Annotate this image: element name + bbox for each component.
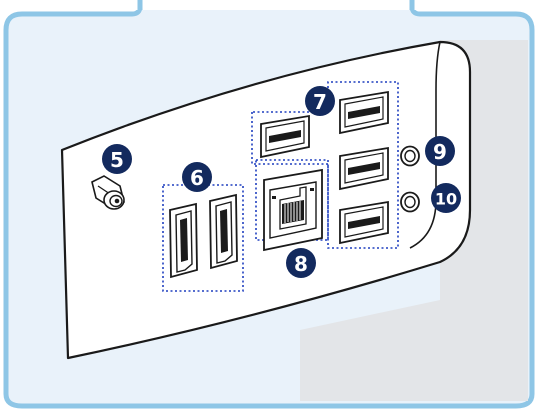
audio-jack-top <box>401 147 419 166</box>
callout-label-5: 5 <box>110 148 124 172</box>
callout-label-8: 8 <box>294 252 308 276</box>
callout-label-10: 10 <box>435 190 457 209</box>
callout-badge-9: 9 <box>425 136 455 166</box>
callout-badge-7: 7 <box>305 86 335 116</box>
display-port-left <box>170 204 197 277</box>
callout-label-6: 6 <box>190 166 204 190</box>
audio-jack-bottom <box>401 193 419 212</box>
callout-badge-8: 8 <box>286 248 316 278</box>
callout-badge-10: 10 <box>431 183 461 213</box>
frame-top-clip <box>0 0 538 10</box>
callout-badge-6: 6 <box>182 162 212 192</box>
display-port-right <box>210 195 237 268</box>
lan-port <box>264 170 322 250</box>
callout-badge-5: 5 <box>102 144 132 174</box>
callout-label-7: 7 <box>313 90 327 114</box>
callout-label-9: 9 <box>433 140 447 164</box>
